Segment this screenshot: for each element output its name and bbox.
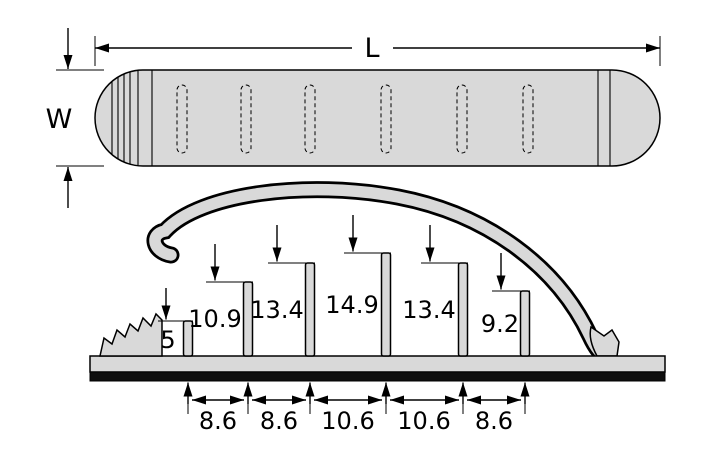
slot — [304, 84, 316, 154]
fin — [304, 262, 316, 357]
spacing-value: 8.6 — [199, 407, 237, 435]
height-value: 13.4 — [402, 296, 455, 324]
height-dim: 14.9 — [325, 215, 391, 319]
spacing-value: 8.6 — [475, 407, 513, 435]
slot — [522, 84, 534, 154]
height-value: 10.9 — [188, 305, 241, 333]
width-dimension: W — [46, 28, 104, 208]
slot — [240, 84, 252, 154]
width-label: W — [46, 104, 73, 135]
cap-detail-lines — [111, 70, 611, 166]
height-value: 13.4 — [250, 296, 303, 324]
top-view-slots — [176, 84, 534, 154]
length-dimension: L — [94, 33, 661, 66]
left-clip — [99, 312, 163, 357]
cover-arm-foot — [589, 325, 620, 357]
fin — [519, 290, 531, 357]
fins — [182, 252, 531, 357]
height-dim: 5 — [158, 288, 193, 354]
top-view: W L — [46, 28, 661, 208]
cross-section: 5 10.9 13.4 14.9 13.4 — [89, 181, 666, 435]
height-dimensions: 5 10.9 13.4 14.9 13.4 — [158, 215, 530, 354]
spacing-value: 10.6 — [397, 407, 450, 435]
slot — [176, 84, 188, 154]
fin — [457, 262, 469, 357]
spacing-value: 8.6 — [260, 407, 298, 435]
adhesive-tape — [89, 371, 666, 382]
spacing-dimensions: 8.6 8.6 10.6 10.6 8.6 — [183, 382, 530, 435]
height-value: 14.9 — [325, 291, 378, 319]
height-value: 9.2 — [481, 310, 519, 338]
height-value: 5 — [160, 326, 175, 354]
height-dim: 9.2 — [481, 253, 530, 338]
slot — [380, 84, 392, 154]
height-dim: 13.4 — [250, 225, 315, 324]
slot — [456, 84, 468, 154]
cover-top-outline — [94, 69, 661, 167]
spacing-value: 10.6 — [321, 407, 374, 435]
length-label: L — [364, 33, 379, 64]
height-dim: 10.9 — [188, 244, 253, 333]
cover-arm — [146, 181, 620, 366]
height-dim: 13.4 — [402, 225, 468, 324]
fin — [380, 252, 392, 357]
base-plate — [89, 355, 666, 373]
